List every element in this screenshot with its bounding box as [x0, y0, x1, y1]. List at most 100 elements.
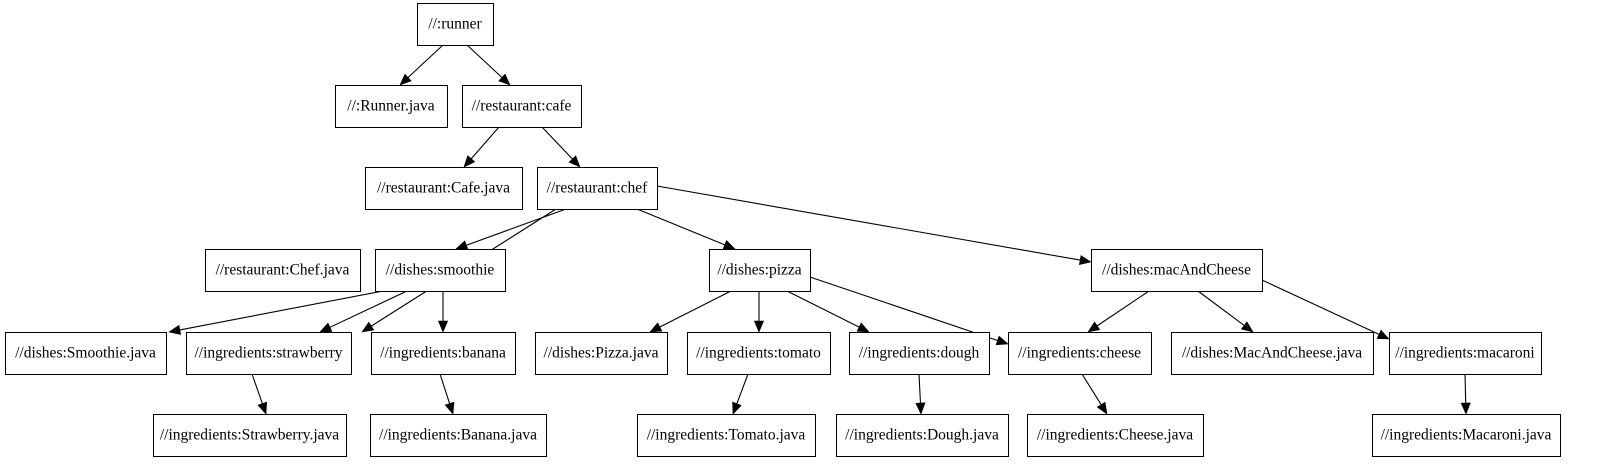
edge-arrowhead: [732, 401, 742, 415]
node-box[interactable]: [1027, 414, 1204, 457]
graph-node-macandcheese_java[interactable]: //dishes:MacAndCheese.java: [1171, 332, 1374, 375]
node-box[interactable]: [537, 167, 658, 210]
edge-line: [1081, 373, 1102, 405]
graph-edge: [636, 208, 736, 250]
edge-line: [636, 208, 726, 246]
edge-line: [786, 290, 860, 328]
edge-arrowhead: [722, 240, 736, 250]
node-box[interactable]: [1091, 249, 1263, 292]
node-box[interactable]: [365, 167, 523, 210]
edge-line: [659, 290, 732, 328]
graph-node-dishes_macandchee[interactable]: //dishes:macAndCheese: [1091, 249, 1263, 292]
node-label: //dishes:Pizza.java: [544, 345, 659, 362]
edge-line: [407, 44, 444, 78]
graph-node-strawberry_java[interactable]: //ingredients:Strawberry.java: [153, 414, 347, 457]
edge-arrowhead: [399, 73, 412, 86]
edge-line: [1096, 290, 1150, 327]
graph-node-dishes_pizza[interactable]: //dishes:pizza: [709, 249, 811, 292]
node-box[interactable]: [462, 85, 582, 128]
edge-line: [439, 373, 451, 404]
graph-edge: [541, 126, 581, 168]
node-box[interactable]: [375, 249, 506, 292]
graph-node-runner[interactable]: //:runner: [417, 3, 494, 46]
node-label: //dishes:macAndCheese: [1102, 262, 1251, 279]
node-label: //ingredients:Banana.java: [379, 427, 537, 444]
node-box[interactable]: [1008, 332, 1152, 375]
graph-node-dishes_smoothie[interactable]: //dishes:smoothie: [375, 249, 506, 292]
graph-node-banana_java[interactable]: //ingredients:Banana.java: [370, 414, 547, 457]
node-box[interactable]: [1171, 332, 1374, 375]
graph-node-chef_java[interactable]: //restaurant:Chef.java: [205, 249, 361, 292]
graph-edge: [1261, 279, 1390, 340]
edge-line: [918, 373, 921, 404]
node-label: //restaurant:chef: [547, 180, 649, 197]
edge-line: [736, 373, 749, 404]
node-box[interactable]: [709, 249, 811, 292]
edge-line: [251, 373, 263, 404]
graph-edge: [915, 373, 926, 415]
graph-edge: [319, 290, 408, 333]
graph-node-restaurant_chef[interactable]: //restaurant:chef: [537, 167, 658, 210]
graph-node-tomato_java[interactable]: //ingredients:Tomato.java: [637, 414, 816, 457]
graph-edge: [809, 276, 1009, 346]
graph-node-ing_strawberry[interactable]: //ingredients:strawberry: [186, 332, 352, 375]
edge-arrowhead: [915, 402, 926, 415]
graph-edge: [439, 373, 455, 415]
node-box[interactable]: [205, 249, 361, 292]
graph-node-pizza_java[interactable]: //dishes:Pizza.java: [535, 332, 668, 375]
edge-line: [1464, 373, 1467, 404]
node-box[interactable]: [687, 332, 831, 375]
edge-arrowhead: [568, 155, 581, 168]
graph-node-ing_tomato[interactable]: //ingredients:tomato: [687, 332, 831, 375]
node-label: //ingredients:dough: [859, 345, 980, 362]
edge-arrowhead: [168, 324, 182, 335]
edge-arrowhead: [498, 73, 511, 86]
node-box[interactable]: [637, 414, 816, 457]
graph-node-ing_cheese[interactable]: //ingredients:cheese: [1008, 332, 1152, 375]
graph-node-dough_java[interactable]: //ingredients:Dough.java: [836, 414, 1009, 457]
graph-node-ing_macaroni[interactable]: //ingredients:macaroni: [1389, 332, 1542, 375]
graph-edge: [1081, 373, 1108, 415]
graph-edge: [1460, 373, 1471, 415]
node-label: //restaurant:Cafe.java: [377, 180, 510, 197]
graph-edge: [753, 291, 765, 333]
node-label: //ingredients:strawberry: [194, 345, 342, 362]
edge-line: [656, 185, 1081, 261]
edge-arrowhead: [1376, 329, 1390, 340]
edge-arrowhead: [1078, 255, 1092, 266]
edge-line: [470, 126, 500, 160]
graph-edge: [437, 291, 449, 333]
node-box[interactable]: [371, 332, 516, 375]
graph-edge: [463, 126, 500, 168]
node-box[interactable]: [186, 332, 352, 375]
node-box[interactable]: [370, 414, 547, 457]
node-box[interactable]: [5, 332, 167, 375]
node-box[interactable]: [153, 414, 347, 457]
edge-arrowhead: [463, 155, 476, 168]
node-label: //ingredients:Dough.java: [845, 427, 999, 444]
edge-line: [329, 290, 408, 328]
graph-node-cafe_java[interactable]: //restaurant:Cafe.java: [365, 167, 523, 210]
node-box[interactable]: [1372, 414, 1561, 457]
graph-node-runner_java[interactable]: //:Runner.java: [335, 85, 448, 128]
node-box[interactable]: [836, 414, 1009, 457]
edge-arrowhead: [995, 335, 1009, 346]
node-layer: //:runner //:Runner.java //restaurant:cafe…: [5, 3, 1561, 457]
edge-line: [1261, 279, 1380, 335]
edge-arrowhead: [649, 322, 663, 333]
graph-node-cheese_java[interactable]: //ingredients:Cheese.java: [1027, 414, 1204, 457]
edge-line: [1197, 290, 1245, 326]
graph-node-restaurant_cafe[interactable]: //restaurant:cafe: [462, 85, 582, 128]
graph-node-ing_dough[interactable]: //ingredients:dough: [849, 332, 990, 375]
graph-node-ing_banana[interactable]: //ingredients:banana: [371, 332, 516, 375]
graph-node-smoothie_java[interactable]: //dishes:Smoothie.java: [5, 332, 167, 375]
graph-node-macaroni_java[interactable]: //ingredients:Macaroni.java: [1372, 414, 1561, 457]
node-box[interactable]: [535, 332, 668, 375]
node-box[interactable]: [1389, 332, 1542, 375]
node-box[interactable]: [417, 3, 494, 46]
node-box[interactable]: [335, 85, 448, 128]
node-label: //:runner: [428, 16, 482, 33]
edge-arrowhead: [753, 320, 765, 333]
node-box[interactable]: [849, 332, 990, 375]
